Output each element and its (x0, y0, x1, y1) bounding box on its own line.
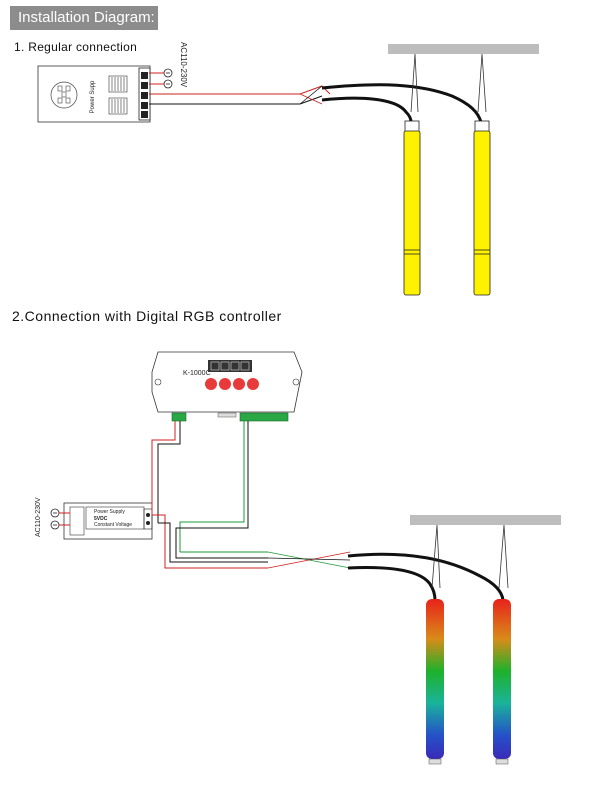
ac-input-terminals-2: AC110-230V (35, 497, 70, 537)
power-supply-5vdc: Power Supply 5VDC Constant Voltage (63, 502, 153, 540)
ac-voltage-label-2: AC110-230V (35, 497, 42, 537)
led-tube-rgb-2 (493, 599, 511, 765)
rgb-controller: K-1000C (151, 351, 303, 422)
led-tube-yellow-2 (473, 120, 491, 296)
controller-button-1[interactable] (205, 378, 217, 390)
ac-voltage-label: AC110-230V (179, 42, 188, 88)
psu-label: Power Supp (90, 80, 96, 113)
controller-button-4[interactable] (247, 378, 259, 390)
section1-title: 1. Regular connection (14, 40, 138, 54)
suspension-wires-1 (410, 53, 487, 113)
psu2-label-1: Power Supply (94, 509, 125, 515)
controller-power-connector (171, 412, 187, 422)
suspension-wires-2 (431, 524, 509, 589)
led-tube-rgb-1 (426, 599, 444, 765)
controller-output-connector (239, 412, 289, 422)
section-header: Installation Diagram: (10, 6, 158, 30)
mounting-rail-1 (388, 44, 539, 54)
psu2-label-3: Constant Voltage (94, 522, 132, 528)
controller-button-2[interactable] (219, 378, 231, 390)
section2-title: 2.Connection with Digital RGB controller (12, 308, 282, 324)
ac-input-terminals: AC110-230V (149, 42, 188, 89)
mounting-rail-2 (410, 515, 561, 525)
controller-button-3[interactable] (233, 378, 245, 390)
controller-model-label: K-1000C (183, 370, 211, 377)
psu2-label-2: 5VDC (94, 516, 108, 522)
dc-output-wires (149, 83, 483, 123)
led-tube-yellow-1 (403, 120, 421, 296)
controller-wires (151, 421, 505, 601)
power-supply-unit: Power Supp (37, 65, 151, 123)
